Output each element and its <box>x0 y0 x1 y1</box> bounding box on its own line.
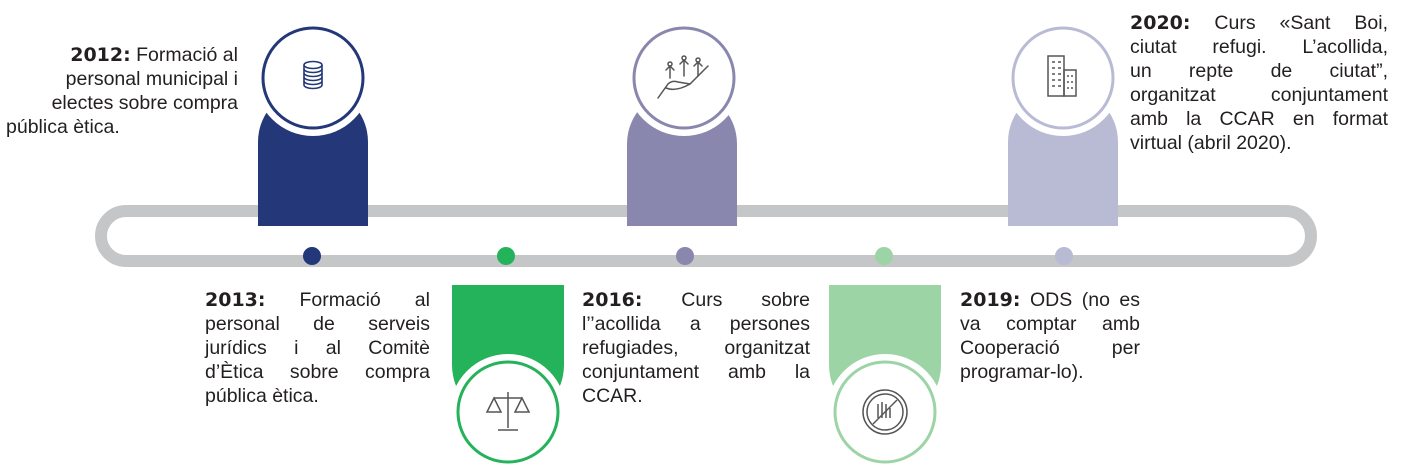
no-hand-icon <box>862 389 908 435</box>
milestone-year: 2020: <box>1130 12 1191 34</box>
milestone-2016-dot <box>497 247 515 265</box>
milestone-2019b-dot <box>875 247 893 265</box>
justice-scale-icon <box>485 392 531 431</box>
hand-people-icon <box>657 55 709 99</box>
milestone-2019-tab <box>827 285 943 470</box>
coins-stack-icon <box>303 60 323 90</box>
buildings-icon <box>1047 55 1077 97</box>
milestone-2013-tab <box>450 285 566 470</box>
milestone-2013-text: 2013: Formació al personal de serveis ju… <box>205 289 430 407</box>
milestone-2016-text: 2016: Curs sobre l’’acollida a persones … <box>582 289 810 407</box>
milestone-2020-text: 2020: Curs «Sant Boi, ciutat refugi. L’a… <box>1130 12 1388 154</box>
milestone-2019-dot <box>676 247 694 265</box>
milestone-2012-text: 2012: Formació al personal municipal i e… <box>6 44 238 138</box>
milestone-2012-tab <box>255 20 371 226</box>
milestone-year: 2019: <box>960 289 1021 311</box>
milestone-2013-dot <box>303 247 321 265</box>
milestone-2020-tab <box>1005 20 1121 226</box>
milestone-year: 2016: <box>582 289 643 311</box>
milestone-year: 2012: <box>70 44 131 66</box>
milestone-2019-text: 2019: ODS (no es va comptar amb Cooperac… <box>960 289 1141 383</box>
milestone-year: 2013: <box>205 289 266 311</box>
milestone-2016-tab <box>626 20 742 226</box>
milestone-2020-dot <box>1055 247 1073 265</box>
